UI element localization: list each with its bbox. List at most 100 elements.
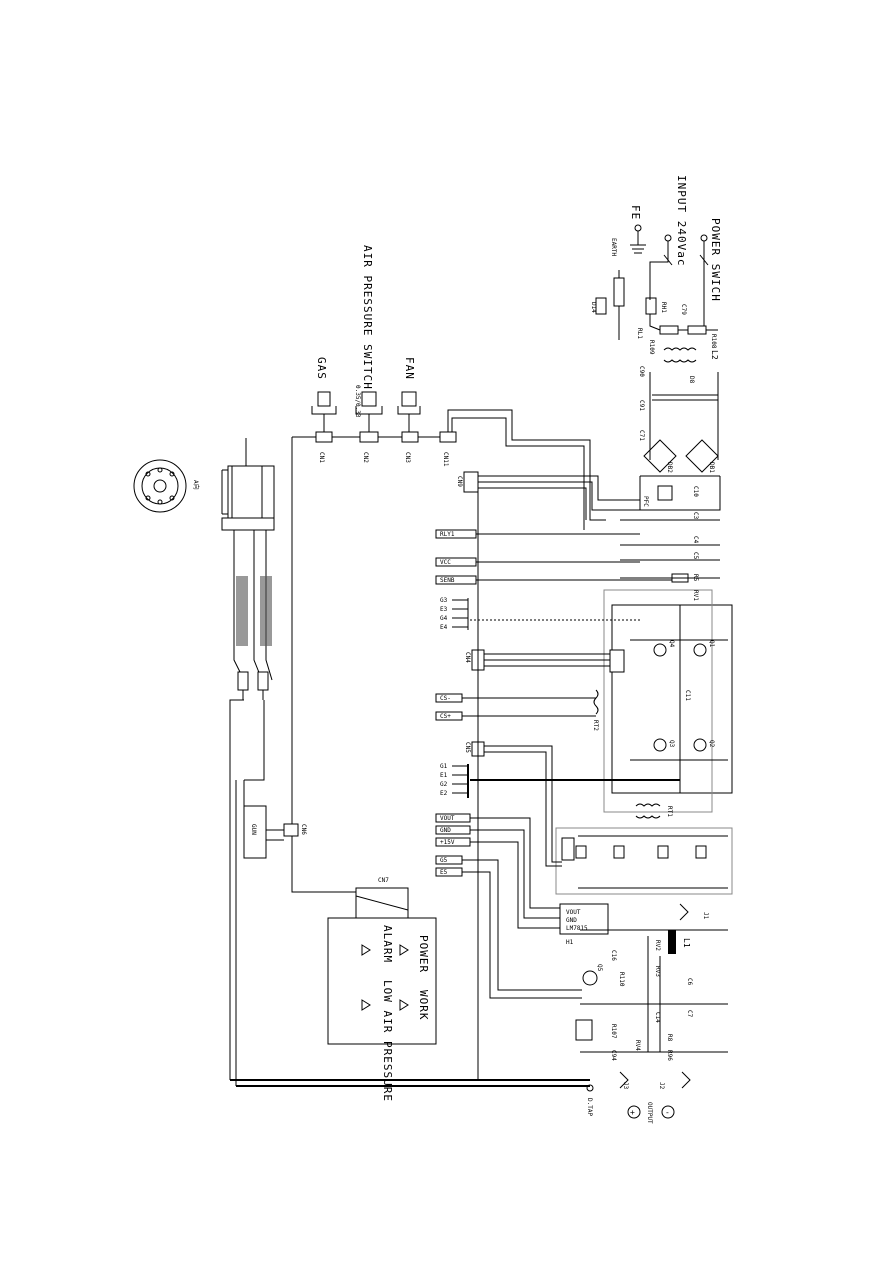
cn9-label: CN9 [456, 476, 463, 487]
pfc-module [657, 485, 673, 501]
igbt-q4 [653, 643, 667, 657]
net-vcc: VCC [440, 559, 451, 566]
torch-connector-center-pin [153, 479, 167, 493]
rectifier-module-outline [555, 827, 733, 895]
r110-label: R110 [618, 972, 625, 987]
gate-top-stubs [452, 599, 468, 628]
resistor-r109 [659, 325, 679, 335]
panel-power-label: POWER [417, 935, 430, 973]
net-labels: RLY1 VCC SENB G3 E3 G4 E4 CN4 CS- CS+ CN… [435, 492, 680, 1080]
inverter-heatsink-outline [603, 589, 713, 813]
pfc-section: PFC C10 C3 C4 C5 R5 RV1 [620, 475, 721, 601]
torch-view-label: A向 [192, 480, 200, 490]
inverter-enclosure [611, 604, 733, 794]
relay-rl1 [613, 277, 625, 307]
r107-label: R107 [610, 1024, 617, 1039]
output-stage: L1 RV2 RV3 C14 C6 C7 R8 R96 Q5 C16 R110 … [575, 903, 728, 1090]
gun-switch-wires [266, 829, 284, 841]
gate-bottom-bus [467, 764, 680, 798]
cn4-label: CN4 [464, 652, 471, 663]
cs-wires [462, 697, 596, 717]
cn5-wires [484, 745, 562, 867]
c10-label: C10 [692, 486, 699, 497]
gate-e3: E3 [440, 606, 448, 613]
c79-label: C79 [680, 304, 687, 315]
h1-vout: VOUT [566, 909, 581, 916]
c91-label: C91 [638, 400, 645, 411]
fe-terminal [634, 224, 642, 232]
net-g5: G5 [440, 857, 448, 864]
torch-pin-2 [169, 471, 175, 477]
torch-hose-2 [260, 576, 272, 646]
c5-label: C5 [692, 552, 699, 560]
input-terminal-2 [700, 234, 708, 242]
torch-connector: A向 [133, 438, 275, 781]
gate-g2: G2 [440, 781, 448, 788]
d8-label: D8 [688, 376, 695, 384]
gas-label: GAS [315, 357, 328, 380]
q3-label: Q3 [668, 740, 675, 748]
torch-connector-face-outer [133, 459, 187, 513]
torch-connector-outline [221, 438, 263, 518]
net-vout: VOUT [440, 815, 455, 822]
gate-g3: G3 [440, 597, 448, 604]
cap-bank-rails [652, 394, 718, 401]
cn11-wires [447, 409, 606, 530]
peripherals: AIR PRESSURE SWITCH GAS FAN 0.35/0.33 CN… [291, 245, 606, 893]
bridge-db1 [685, 439, 719, 473]
output-rectifier [555, 827, 733, 895]
panel-low-air-pressure-label: LOW AIR PRESSURE [381, 980, 394, 1102]
rv1-label: RV1 [692, 590, 699, 601]
gun-label: GUN [250, 824, 257, 835]
torch-pin-3 [145, 495, 151, 501]
l1-label: L1 [682, 938, 691, 948]
connector-cn1 [315, 431, 333, 443]
c14-label: C14 [654, 1012, 661, 1023]
panel-work-label: WORK [417, 990, 430, 1021]
rt2-label: RT2 [592, 720, 599, 731]
net-gnd: GND [440, 827, 451, 834]
resistor-r108 [687, 325, 707, 335]
diode-d5 [575, 845, 587, 859]
input-terminal-1 [664, 234, 672, 242]
net-wires [476, 533, 672, 581]
d14-label: D14 [590, 302, 597, 313]
c16-label: C16 [610, 950, 617, 961]
dtap-label: D.TAP [586, 1098, 593, 1116]
q5-wires [462, 859, 582, 999]
filter-rails [649, 372, 719, 460]
gate-e4: E4 [440, 624, 448, 631]
fe-label: FE [629, 205, 642, 220]
diode-d14 [595, 297, 607, 315]
cn7-cable-diagonal [355, 895, 409, 911]
pfc-rails [620, 475, 721, 579]
main-transformer: RT1 [635, 803, 673, 819]
resistor-r107 [575, 1019, 593, 1041]
igbt-q1 [693, 643, 707, 657]
diode-d3 [613, 845, 625, 859]
air-pressure-switch [361, 391, 377, 407]
current-transformer-ct [609, 649, 625, 673]
hall-sensor-h1 [559, 903, 609, 935]
gate-g1: G1 [440, 763, 448, 770]
net-rly1: RLY1 [440, 531, 455, 538]
rl1-label: RL1 [636, 328, 643, 339]
output-jacks [619, 903, 691, 1089]
bridge-rectifiers: DB2 DB1 [643, 439, 719, 473]
rectifier-rails [578, 835, 728, 889]
emi-filter: L2 C90 C91 C71 D8 [638, 347, 719, 460]
cn7-label: CN7 [378, 877, 389, 884]
r109-label: R109 [648, 340, 655, 355]
diode-d2 [657, 845, 669, 859]
earth-symbol-fe [630, 231, 646, 254]
fan-label: FAN [403, 357, 416, 380]
rv4-label: RV4 [634, 1040, 641, 1051]
pressure-rating-label: 0.35/0.33 [354, 385, 361, 418]
torch-pin-6 [157, 499, 163, 505]
net-cs-minus: CS- [440, 695, 451, 702]
cn3-label: CN3 [404, 452, 411, 463]
h1-label: H1 [566, 939, 574, 946]
output-wires [580, 929, 728, 1053]
db2-label: DB2 [666, 462, 673, 473]
